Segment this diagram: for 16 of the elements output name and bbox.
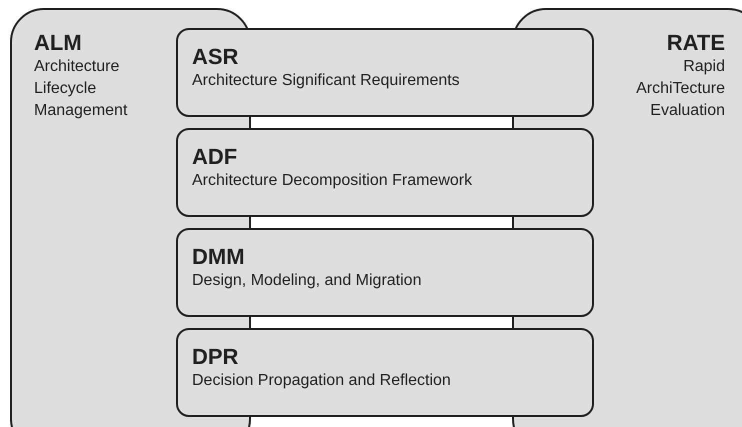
heading: DPR <box>192 344 240 370</box>
description: Architecture Significant Requirements <box>192 71 461 91</box>
layer-box <box>176 328 594 417</box>
heading: ADF <box>192 144 238 170</box>
layer-box <box>176 28 594 117</box>
layer-box <box>176 128 594 217</box>
description: Architecture Decomposition Framework <box>192 171 474 191</box>
description: Design, Modeling, and Migration <box>192 271 422 291</box>
layer-box <box>176 228 594 317</box>
heading: RATE <box>666 30 725 56</box>
description: Rapid ArchiTecture Evaluation <box>635 57 725 121</box>
heading: DMM <box>192 244 246 270</box>
description: Decision Propagation and Reflection <box>192 371 452 391</box>
heading: ASR <box>192 44 240 70</box>
description: Architecture Lifecycle Management <box>34 57 128 121</box>
heading: ALM <box>34 30 82 56</box>
